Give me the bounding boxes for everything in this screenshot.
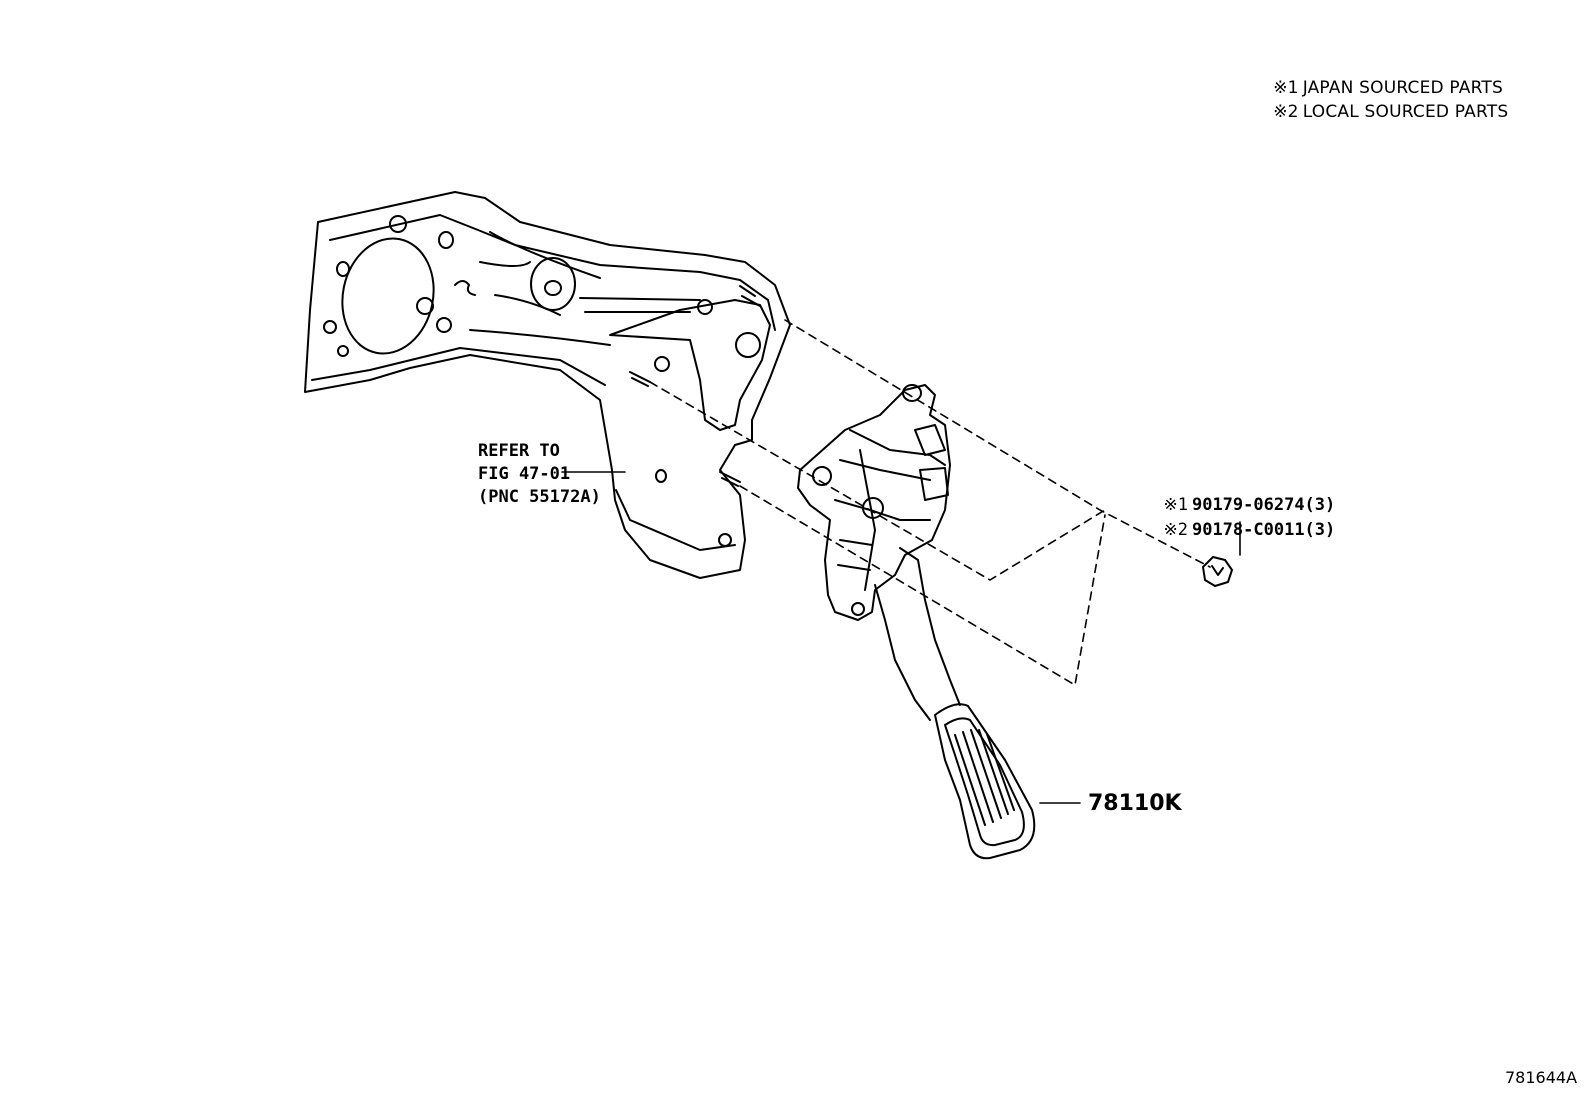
refer-line-2: FIG 47-01 xyxy=(478,464,571,484)
pedal-part-number: 78110K xyxy=(1088,791,1182,816)
refer-line-1: REFER TO xyxy=(478,441,560,461)
legend-mark: ※2 xyxy=(1273,102,1299,122)
fastener-mark: ※1 xyxy=(1163,495,1188,515)
fastener-part-number: 90178-C0011(3) xyxy=(1191,520,1336,540)
nut-drawing xyxy=(1202,556,1233,587)
legend-mark: ※1 xyxy=(1273,78,1299,98)
fastener-mark: ※2 xyxy=(1163,520,1188,540)
assembly-lines xyxy=(649,319,1211,686)
figure-id: 781644A xyxy=(1505,1068,1578,1087)
legend-text: JAPAN SOURCED PARTS xyxy=(1302,78,1503,98)
fastener-part-number: 90179-06274(3) xyxy=(1191,495,1336,515)
accelerator-pedal-drawing xyxy=(797,384,1036,860)
refer-line-3: (PNC 55172A) xyxy=(478,487,601,507)
leader-lines xyxy=(561,471,1241,804)
legend-text: LOCAL SOURCED PARTS xyxy=(1302,102,1509,122)
pedal-bracket-drawing xyxy=(304,191,791,579)
